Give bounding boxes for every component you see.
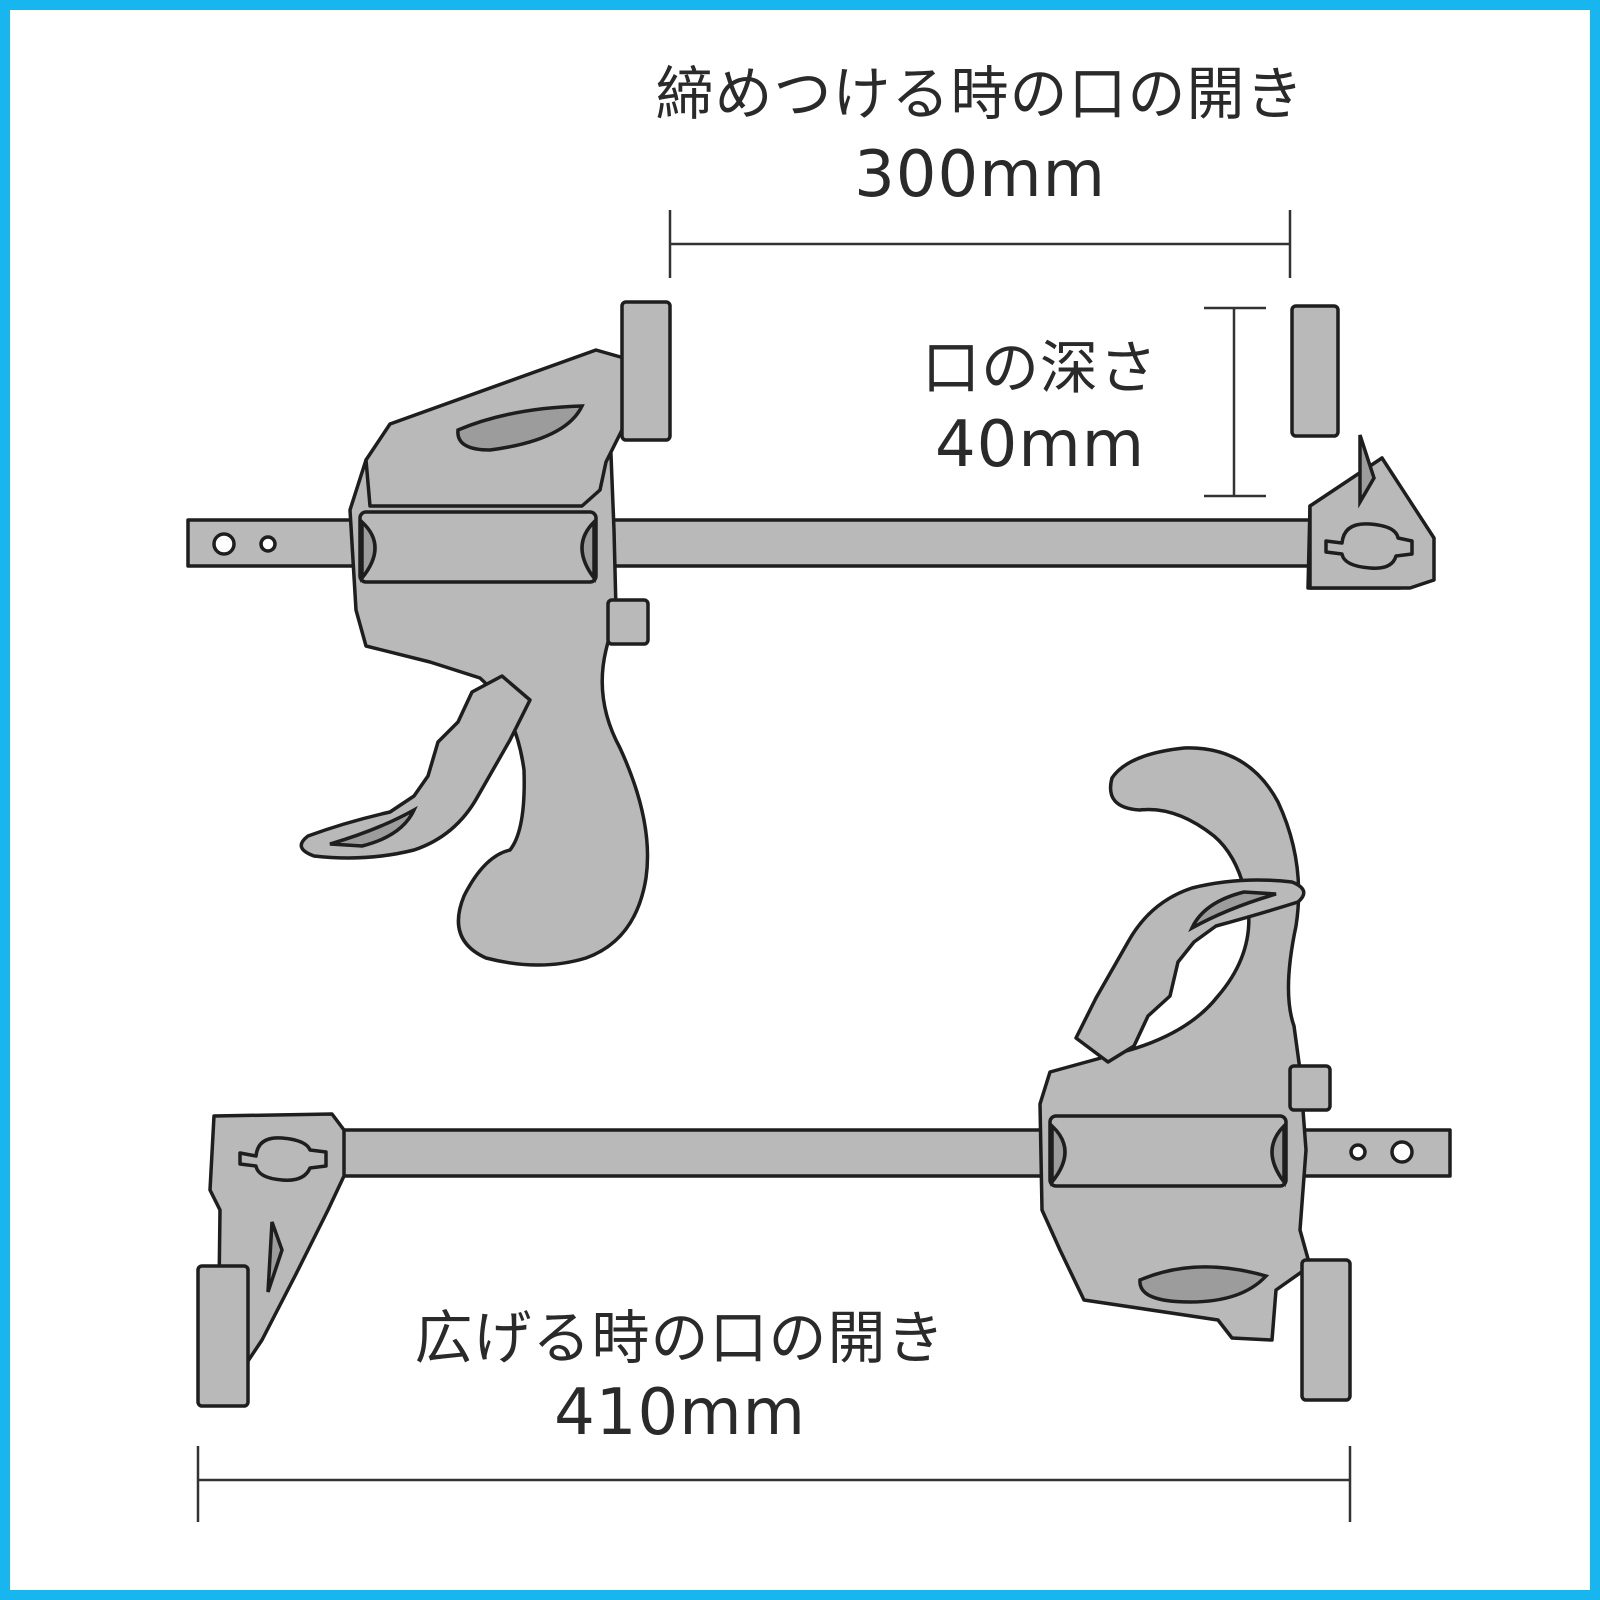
movable-jaw-pad — [1300, 1258, 1352, 1402]
throat-depth-value: 40mm — [934, 408, 1146, 482]
throat-depth-label: 口の深さ — [921, 334, 1158, 402]
bar-hole — [259, 535, 277, 553]
clamp-top — [186, 300, 1436, 967]
release-button — [1288, 1064, 1332, 1112]
spreading-opening-dimension-line — [196, 1446, 1352, 1522]
jaw-arm-slot — [1138, 1265, 1270, 1304]
throat-depth-dimension-line — [1204, 306, 1266, 498]
trigger-lever — [299, 674, 532, 860]
jaw-screw — [238, 1136, 328, 1182]
fixed-jaw-pad — [196, 1264, 250, 1408]
bar-hole — [1390, 1140, 1414, 1164]
jaw-arm-slot — [1358, 434, 1376, 509]
movable-jaw-pad — [620, 300, 672, 442]
clamp-bottom — [196, 746, 1452, 1408]
slide-block — [1048, 1114, 1288, 1188]
fixed-jaw-pad — [1290, 304, 1340, 438]
clamping-opening-label: 締めつける時の口の開き — [655, 60, 1305, 128]
slide-block — [358, 510, 598, 584]
jaw-screw — [1324, 522, 1414, 570]
bar-hole — [212, 532, 236, 556]
clamping-opening-dimension-line — [668, 210, 1292, 278]
jaw-arm-slot — [456, 404, 585, 452]
bar-hole — [1349, 1143, 1367, 1161]
release-button — [606, 598, 650, 646]
clamp-diagram — [186, 210, 1452, 1522]
spreading-opening-label: 広げる時の口の開き — [414, 1304, 946, 1372]
clamp-handle-body — [1038, 746, 1312, 1342]
spreading-opening-value: 410mm — [554, 1376, 806, 1450]
diagram-frame: 締めつける時の口の開き 300mm 口の深さ 40mm 広げる時の口の開き 41… — [10, 10, 1590, 1590]
jaw-arm-slot — [266, 1221, 284, 1293]
clamping-opening-value: 300mm — [854, 138, 1106, 212]
trigger-lever — [1074, 878, 1306, 1064]
